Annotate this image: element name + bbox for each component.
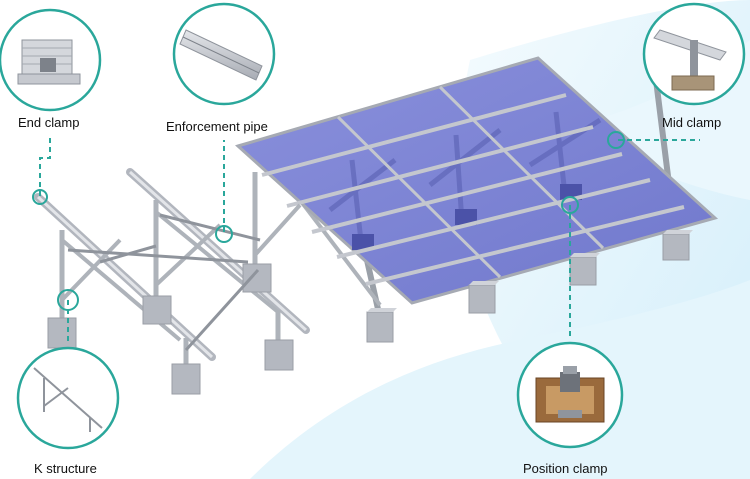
k-structure-label: K structure [34,461,97,476]
end-clamp-inset [0,8,102,112]
panel-horizontal-rails [261,93,685,286]
enforcement-pipe-label: Enforcement pipe [166,119,268,134]
k-frame-3 [242,172,302,293]
mid-clamp-label: Mid clamp [662,115,722,130]
enforcement-pipe-inset [172,2,276,106]
end-clamp-label: End clamp [18,115,80,130]
mid-clamp-marker [607,131,625,149]
k-frame-2 [126,168,310,371]
panel-blocks-under-glass [352,184,582,250]
position-clamp-marker [561,196,579,214]
callout-leaders [39,135,700,345]
end-clamp-marker [32,189,48,205]
enforcement-pipe-marker [215,225,233,243]
position-clamp-icon [535,366,605,423]
enforcement-pipes [67,213,261,352]
k-structure-inset [16,346,120,450]
k-structure-marker [57,289,79,311]
k-structure-icon [33,367,103,432]
panel-vertical-dividers [336,85,605,279]
position-clamp-label: Position clamp [523,461,608,476]
callout-markers [32,131,625,311]
position-clamp-inset [516,341,624,449]
mid-clamp-inset [642,2,746,106]
background-wave [250,280,750,479]
